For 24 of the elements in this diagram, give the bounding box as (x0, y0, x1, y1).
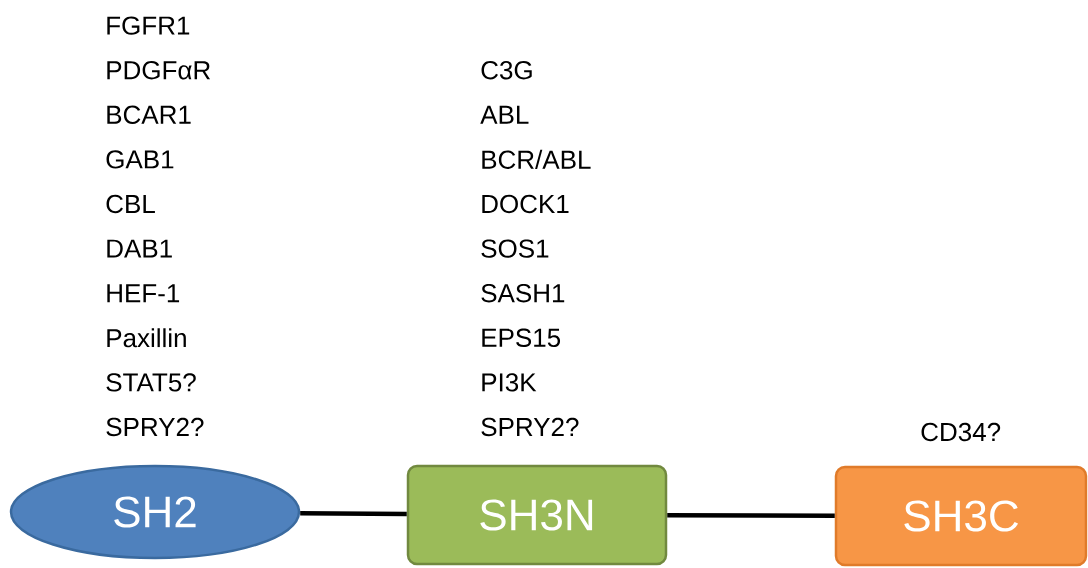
binding-partner-label: STAT5? (106, 373, 196, 392)
connector-line (667, 513, 835, 518)
binding-partner-label: C3G (481, 61, 532, 80)
binding-partner-label: DAB1 (107, 239, 172, 258)
binding-partner-label: SOS1 (481, 239, 549, 258)
binding-partner-label: GAB1 (106, 150, 174, 169)
binding-partner-label: EPS15 (482, 328, 561, 347)
binding-partner-label: PI3K (482, 373, 537, 392)
binding-partner-label: SPRY2? (106, 417, 204, 437)
domain-box: SH3C (834, 465, 1088, 567)
binding-partner-label: CD34? (921, 422, 1001, 442)
binding-partner-label: ABL (480, 105, 529, 124)
connector-line (300, 510, 407, 517)
binding-partner-label: DOCK1 (482, 194, 569, 214)
binding-partner-label: SASH1 (481, 284, 565, 303)
binding-partner-label: FGFR1 (107, 16, 190, 35)
binding-partner-label: HEF-1 (107, 284, 180, 303)
binding-partner-label: BCAR1 (107, 105, 191, 124)
domain-box: SH3N (406, 464, 668, 566)
binding-partner-label: SPRY2? (481, 417, 579, 437)
binding-partner-label: BCR/ABL (482, 149, 591, 169)
binding-partner-label: Paxillin (107, 328, 186, 348)
binding-partner-label: PDGFαR (107, 61, 211, 80)
binding-partner-label: CBL (106, 194, 155, 214)
